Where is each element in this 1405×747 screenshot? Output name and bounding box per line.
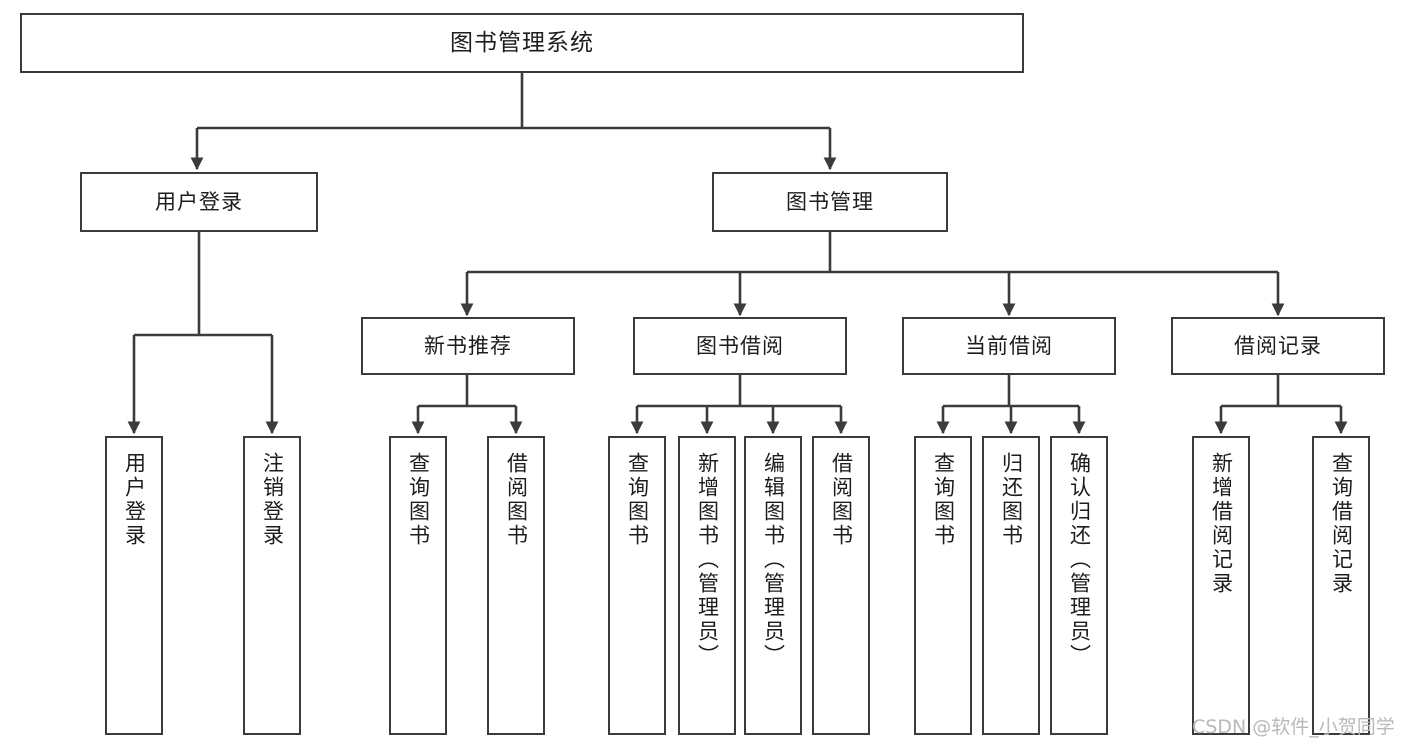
node-leaf-user-logout[interactable]: 注销登录 [243, 436, 301, 735]
node-leaf-borrow-book-1-label: 借阅图书 [504, 452, 529, 548]
node-root-label: 图书管理系统 [450, 29, 594, 56]
node-leaf-return-book[interactable]: 归还图书 [982, 436, 1040, 735]
watermark: CSDN @软件_小贺同学 [1192, 716, 1395, 738]
node-borrow-record-label: 借阅记录 [1234, 333, 1322, 358]
node-leaf-query-record-label: 查询借阅记录 [1329, 452, 1354, 596]
node-leaf-return-book-label: 归还图书 [999, 452, 1024, 548]
node-leaf-query-book-3-label: 查询图书 [931, 452, 956, 548]
node-borrow-record[interactable]: 借阅记录 [1171, 317, 1385, 375]
node-leaf-add-record-label: 新增借阅记录 [1209, 452, 1234, 596]
node-leaf-query-book-2[interactable]: 查询图书 [608, 436, 666, 735]
node-root[interactable]: 图书管理系统 [20, 13, 1024, 73]
node-user-login[interactable]: 用户登录 [80, 172, 318, 232]
node-leaf-add-record[interactable]: 新增借阅记录 [1192, 436, 1250, 735]
node-leaf-query-book-2-label: 查询图书 [625, 452, 650, 548]
node-leaf-borrow-book-1[interactable]: 借阅图书 [487, 436, 545, 735]
node-book-manage-label: 图书管理 [786, 189, 874, 214]
node-leaf-query-book-1-label: 查询图书 [406, 452, 431, 548]
node-leaf-query-book-1[interactable]: 查询图书 [389, 436, 447, 735]
node-leaf-user-login[interactable]: 用户登录 [105, 436, 163, 735]
node-new-book-rec-label: 新书推荐 [424, 333, 512, 358]
node-new-book-rec[interactable]: 新书推荐 [361, 317, 575, 375]
node-leaf-query-book-3[interactable]: 查询图书 [914, 436, 972, 735]
node-leaf-borrow-book-2-label: 借阅图书 [829, 452, 854, 548]
node-leaf-add-book-label: 新增图书（管理员） [695, 452, 720, 668]
node-book-borrow[interactable]: 图书借阅 [633, 317, 847, 375]
node-leaf-borrow-book-2[interactable]: 借阅图书 [812, 436, 870, 735]
node-user-login-label: 用户登录 [155, 189, 243, 214]
node-book-manage[interactable]: 图书管理 [712, 172, 948, 232]
node-leaf-query-record[interactable]: 查询借阅记录 [1312, 436, 1370, 735]
node-leaf-add-book[interactable]: 新增图书（管理员） [678, 436, 736, 735]
node-current-borrow-label: 当前借阅 [965, 333, 1053, 358]
node-book-borrow-label: 图书借阅 [696, 333, 784, 358]
node-leaf-confirm-return[interactable]: 确认归还（管理员） [1050, 436, 1108, 735]
node-leaf-user-logout-label: 注销登录 [260, 452, 285, 548]
node-leaf-user-login-label: 用户登录 [122, 452, 147, 548]
node-leaf-confirm-return-label: 确认归还（管理员） [1067, 452, 1092, 668]
node-current-borrow[interactable]: 当前借阅 [902, 317, 1116, 375]
node-leaf-edit-book-label: 编辑图书（管理员） [761, 452, 786, 668]
node-leaf-edit-book[interactable]: 编辑图书（管理员） [744, 436, 802, 735]
